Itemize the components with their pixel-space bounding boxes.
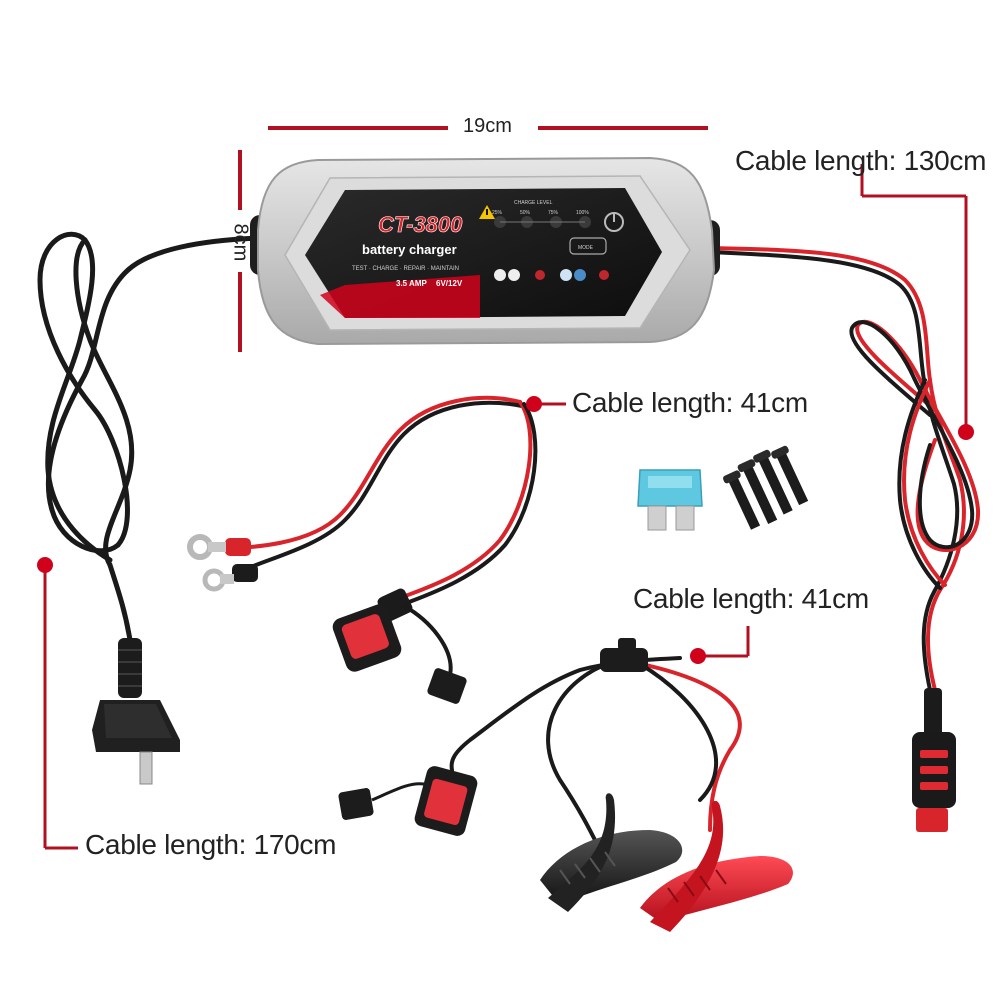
sae-connector-right — [912, 688, 956, 832]
callout-leader-ac — [37, 557, 78, 850]
callout-ac-cable: Cable length: 170cm — [85, 829, 337, 860]
sae-connector-left — [332, 588, 467, 704]
level-100: 100% — [576, 210, 589, 216]
callout-dc-cable: Cable length: 130cm — [735, 145, 987, 176]
screw-icon — [723, 445, 809, 530]
spec-current: 3.5 AMP — [396, 279, 427, 288]
mode-led-row — [494, 269, 609, 281]
modes-line: TEST · CHARGE · REPAIR · MAINTAIN — [352, 266, 459, 272]
callout-leader-clamp — [690, 626, 750, 664]
mode-label: MODE — [578, 245, 594, 251]
callout-ring-cable: Cable length: 41cm — [572, 387, 808, 418]
callout-clamp-cable: Cable length: 41cm — [633, 583, 869, 614]
black-battery-clamp — [540, 793, 683, 912]
width-label: 19cm — [463, 115, 512, 137]
charge-level-label: CHARGE LEVEL — [514, 200, 553, 206]
red-battery-clamp — [640, 800, 793, 932]
ac-power-cable — [37, 231, 265, 643]
level-25: 25% — [492, 210, 503, 216]
spec-voltage: 6V/12V — [436, 279, 463, 288]
clamp-cable — [449, 656, 742, 852]
ring-terminal-black — [202, 564, 258, 592]
inline-fuse-holder — [600, 638, 648, 672]
warning-icon — [479, 205, 495, 219]
model-name: CT-3800 — [378, 212, 463, 237]
ring-terminal-red — [187, 534, 251, 560]
height-label: 8cm — [229, 223, 252, 262]
au-mains-plug — [92, 638, 180, 785]
callout-leader-dc — [860, 164, 974, 440]
fuse-icon — [637, 469, 703, 531]
sae-connector-clamp — [338, 766, 478, 836]
power-icon — [604, 212, 624, 232]
ring-terminal-cable — [223, 395, 538, 606]
mode-button — [569, 237, 607, 255]
charger-subtitle: battery charger — [362, 242, 457, 257]
level-75: 75% — [548, 210, 559, 216]
callout-leader-ring — [526, 396, 566, 412]
battery-charger-unit — [250, 156, 720, 346]
charge-level-indicators — [494, 216, 591, 228]
level-50: 50% — [520, 210, 531, 216]
dc-output-cable — [708, 246, 981, 692]
